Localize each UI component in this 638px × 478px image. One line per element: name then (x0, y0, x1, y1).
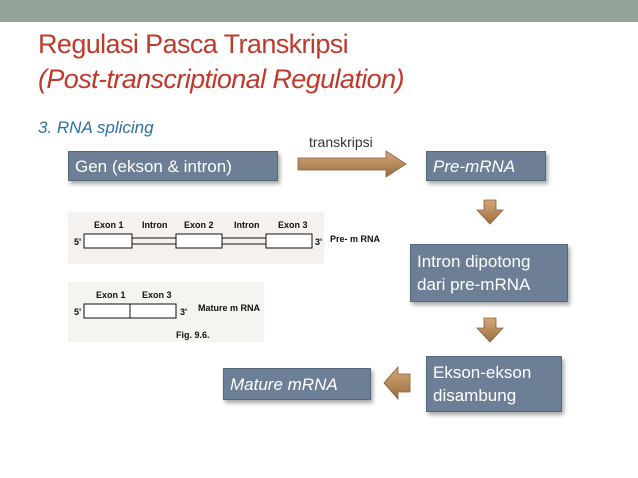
premrna-box: Pre-mRNA (426, 151, 546, 181)
left-arrow (383, 365, 411, 401)
intron-box-line2: dari pre-mRNA (417, 275, 531, 294)
gene-box: Gen (ekson & intron) (68, 151, 278, 181)
label-mature-exon3: Exon 3 (142, 290, 172, 300)
exon-joined-box: Ekson-ekson disambung (426, 356, 562, 412)
intron-box-line1: Intron dipotong (417, 252, 531, 271)
label-exon2: Exon 2 (184, 220, 214, 230)
label-mature-exon1: Exon 1 (96, 290, 126, 300)
transcription-arrow (297, 150, 407, 178)
label-premrna: Pre- m RNA (330, 234, 381, 244)
premrna-box-label: Pre-mRNA (433, 156, 516, 176)
transcription-label: transkripsi (309, 134, 373, 150)
label-exon1: Exon 1 (94, 220, 124, 230)
figure-caption: Fig. 9.6. (176, 330, 210, 340)
label-exon3: Exon 3 (278, 220, 308, 230)
down-arrow-1 (476, 199, 504, 225)
label-mature-3prime: 3' (180, 307, 187, 317)
label-intron-b: Intron (234, 220, 260, 230)
label-mature-5prime: 5' (74, 307, 81, 317)
exon-box-line1: Ekson-ekson (433, 363, 532, 382)
label-intron-a: Intron (142, 220, 168, 230)
exon1-box (83, 233, 133, 249)
gene-box-label: Gen (ekson & intron) (75, 156, 232, 176)
mature-mrna-box: Mature mRNA (223, 368, 371, 400)
splicing-figure: Exon 1 Intron Exon 2 Intron Exon 3 5' 3'… (68, 212, 381, 342)
label-3prime: 3' (315, 237, 322, 247)
down-arrow-2 (476, 317, 504, 343)
intron-removed-box: Intron dipotong dari pre-mRNA (410, 244, 568, 302)
exon3-box (265, 233, 313, 249)
slide-title-english: (Post-transcriptional Regulation) (38, 64, 404, 94)
exon-box-line2: disambung (433, 386, 517, 405)
exon2-box (175, 233, 223, 249)
mature-mrna-box-label: Mature mRNA (230, 374, 338, 394)
top-bar (0, 0, 638, 22)
slide-subtitle: 3. RNA splicing (38, 118, 154, 137)
label-5prime: 5' (74, 237, 81, 247)
label-mature-mrna: Mature m RNA (198, 303, 261, 313)
slide-title: Regulasi Pasca Transkripsi (38, 29, 349, 59)
